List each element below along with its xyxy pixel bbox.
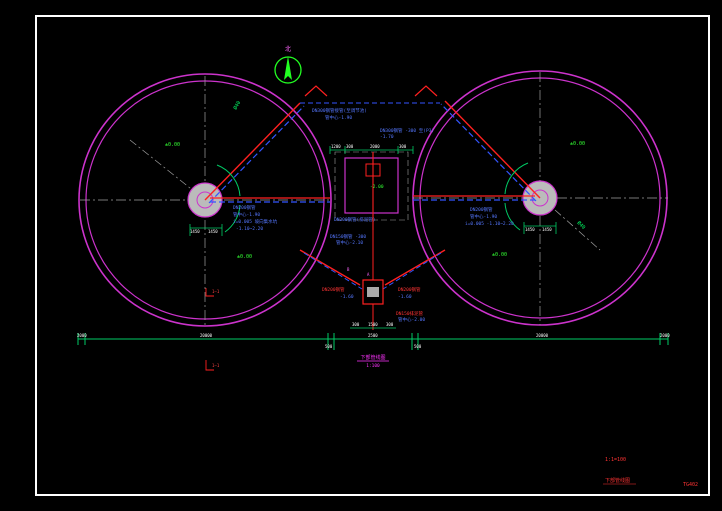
right-pipe-note-1: DN200钢管 bbox=[470, 206, 493, 213]
title-block-name: 下部管线图 bbox=[605, 477, 630, 484]
drawing-frame bbox=[35, 15, 710, 496]
dim-seg-3: 2500 bbox=[368, 333, 378, 338]
right-tank-level-1: ±0.00 bbox=[570, 141, 585, 147]
center-pipe-low-1: DN200钢管(排泥管) bbox=[334, 216, 375, 223]
center-dim-2: 300 bbox=[346, 144, 354, 149]
overall-dimension-line: 2000 20000 500 2500 500 20000 2000 bbox=[77, 333, 670, 350]
center-pipe-low-2: DN150钢管 -300 bbox=[330, 233, 366, 240]
plan-scale-text: 1:100 bbox=[366, 363, 380, 369]
left-pipe-note-1: DN200钢管 bbox=[233, 204, 256, 211]
left-inlet-pipe-blue bbox=[208, 105, 305, 204]
plan-title-text: 下部管线图 bbox=[360, 354, 385, 361]
right-dim-2: 1450 bbox=[542, 227, 552, 232]
small-mark-a: A bbox=[367, 272, 370, 277]
well-label-3: DN200钢管 bbox=[398, 286, 421, 293]
left-tank-level-1: ±0.00 bbox=[165, 142, 180, 148]
dim-seg-2: 500 bbox=[325, 344, 333, 349]
center-pipe-low-3: 管中心-2.10 bbox=[336, 239, 363, 246]
dim-seg-5: 20000 bbox=[536, 333, 549, 338]
left-tank-diameter-label: Ø40 bbox=[232, 100, 243, 111]
well-label-2: -1.60 bbox=[340, 294, 354, 300]
well-dim-3: 300 bbox=[386, 322, 394, 327]
drain-note-1: DN150排泥管 bbox=[396, 310, 424, 317]
center-box-level: -2.00 bbox=[370, 184, 384, 190]
center-pipe-top-1: DN300钢管接管(至调节池) bbox=[312, 107, 367, 114]
left-tank: Ø40 ±0.00 ±0.00 DN200钢管 管中心-1.90 i=0.005… bbox=[78, 73, 332, 371]
dim-seg-4: 500 bbox=[414, 344, 422, 349]
right-tank: Ø40 ±0.00 ±0.00 DN200钢管 管中心-1.90 i=0.005… bbox=[412, 70, 668, 326]
left-inlet-pipe-red bbox=[204, 102, 301, 201]
right-sludge-pipe bbox=[384, 249, 446, 286]
left-pipe-note-4: -1.10~2.20 bbox=[236, 226, 263, 232]
plan-title: 下部管线图 1:100 bbox=[357, 354, 389, 369]
left-sludge-pipe bbox=[299, 249, 361, 286]
right-pipe-note-2: 管中心-1.90 bbox=[470, 213, 497, 220]
well-label-1: DN200钢管 bbox=[322, 286, 345, 293]
left-dim-2: 1450 bbox=[208, 229, 218, 234]
right-tank-diagonal bbox=[554, 209, 601, 251]
north-arrow-icon: 北 bbox=[274, 45, 302, 84]
dim-seg-1: 20000 bbox=[200, 333, 213, 338]
right-inlet-pipe-blue bbox=[440, 103, 537, 202]
left-pipe-note-3: i=0.005 坡向集水坑 bbox=[233, 218, 278, 225]
left-pipe-note-2: 管中心-1.90 bbox=[233, 211, 260, 218]
well-dim-1: 300 bbox=[352, 322, 360, 327]
right-tank-level-2: ±0.00 bbox=[492, 252, 507, 258]
center-pipe-mid-2: -1.70 bbox=[380, 134, 394, 140]
right-pipe-note-3: i=0.005 -1.10~2.20 bbox=[465, 221, 514, 227]
dim-right: 2000 bbox=[660, 333, 670, 338]
drain-note-2: 管中心-2.00 bbox=[398, 316, 425, 323]
well-dim-2: 1500 bbox=[368, 322, 378, 327]
center-dim-3: 2000 bbox=[370, 144, 380, 149]
title-block-number: TG402 bbox=[683, 482, 698, 488]
dim-left: 2000 bbox=[77, 333, 87, 338]
north-label: 北 bbox=[285, 45, 291, 53]
center-dim-4: 300 bbox=[399, 144, 407, 149]
section-mark-top: 1—1 bbox=[212, 289, 220, 294]
center-pipe-top-2: 管中心-1.90 bbox=[325, 114, 352, 121]
right-tank-diameter-label: Ø40 bbox=[576, 219, 587, 230]
center-structure: 1200 300 2000 300 -2.00 DN300钢管接管(至调节池) … bbox=[299, 85, 446, 330]
well-label-4: -1.60 bbox=[398, 294, 412, 300]
left-tank-outer-wall bbox=[78, 73, 332, 327]
section-mark-bottom: 1—1 bbox=[212, 363, 220, 368]
left-dim-1: 1450 bbox=[190, 229, 200, 234]
left-tank-level-2: ±0.00 bbox=[237, 254, 252, 260]
center-dim-1: 1200 bbox=[331, 144, 341, 149]
left-tank-diagonal bbox=[129, 139, 196, 193]
right-inlet-pipe-red bbox=[444, 100, 541, 199]
title-block-ratio: 1:1=100 bbox=[605, 457, 626, 463]
small-mark-b: B bbox=[347, 267, 350, 272]
right-dim-1: 1450 bbox=[525, 227, 535, 232]
center-pipe-mid-1: DN300钢管 -300 至(P3) bbox=[380, 127, 434, 134]
center-distribution-box bbox=[344, 157, 399, 214]
title-block: 1:1=100 下部管线图 TG402 bbox=[603, 457, 698, 488]
